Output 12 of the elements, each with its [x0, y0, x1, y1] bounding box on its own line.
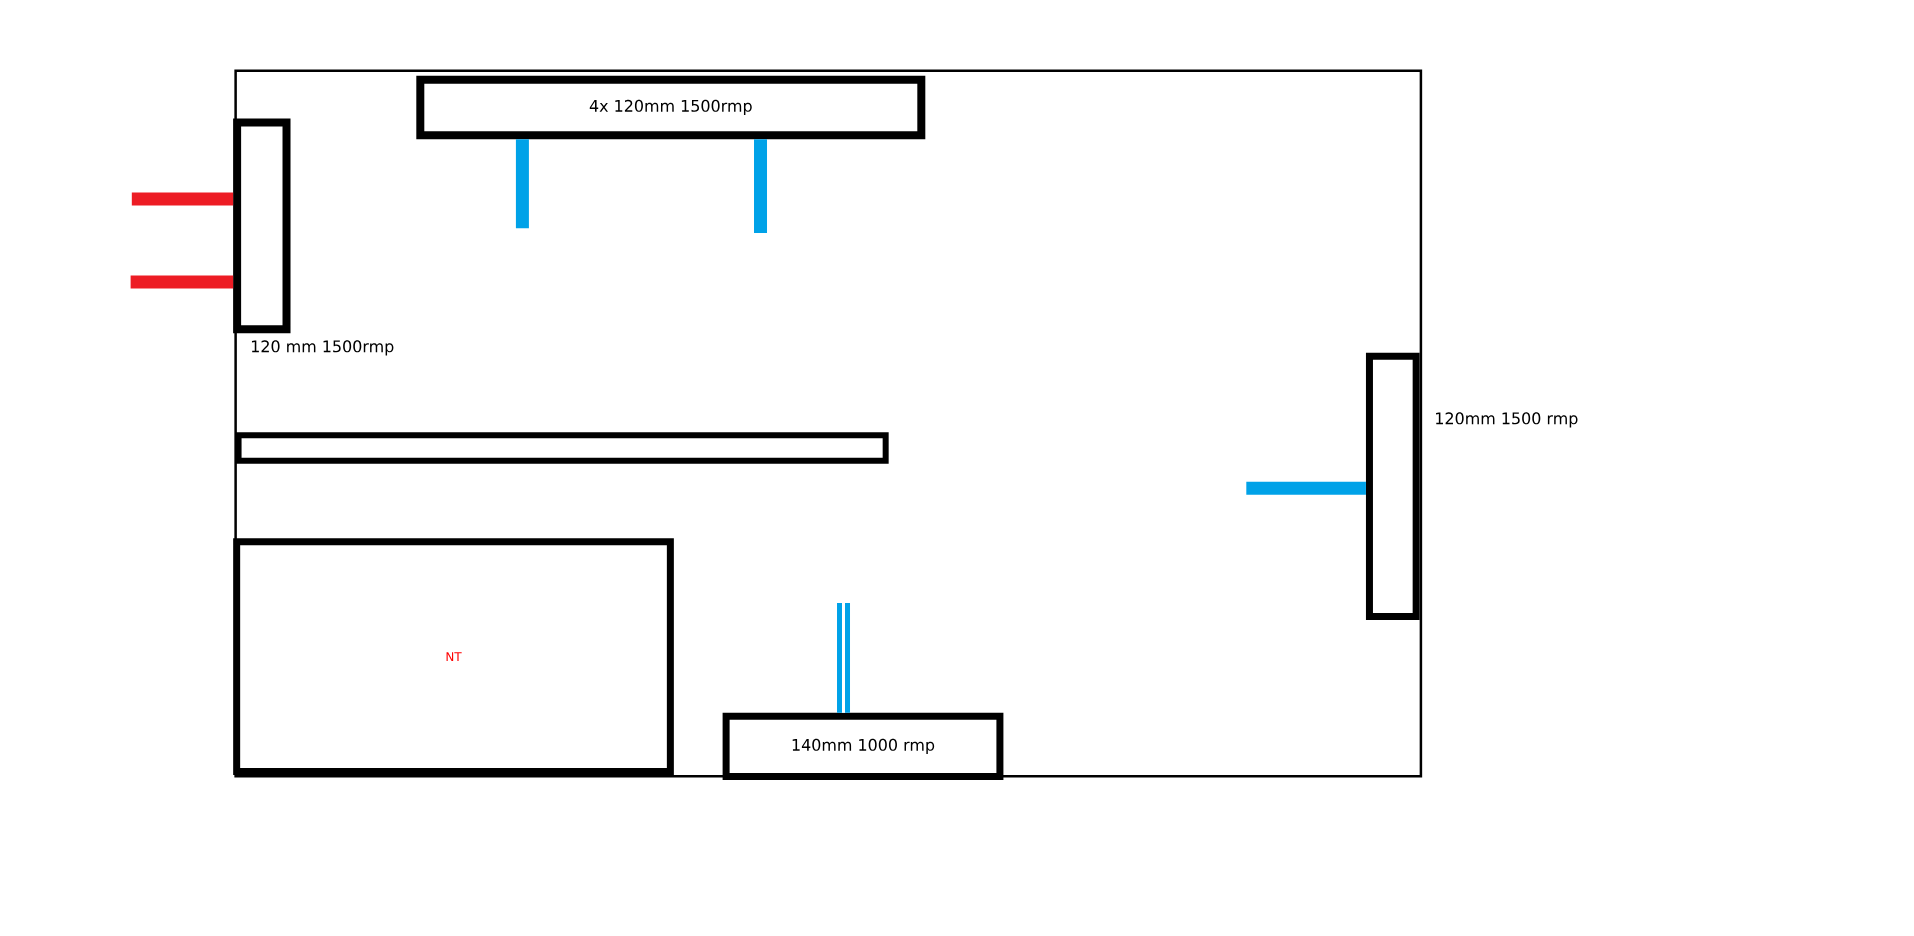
radiator-box: 4x 120mm 1500rmp [416, 75, 926, 140]
fan-label: 120 mm 1500rmp [251, 340, 394, 356]
airflow-bar [515, 139, 529, 229]
airflow-bar [754, 139, 767, 234]
airflow-bar [1246, 481, 1366, 495]
card-box [235, 432, 889, 464]
airflow-bar [131, 192, 234, 206]
airflow-bar [837, 603, 850, 713]
fan-box: 140mm 1000 rmp [722, 712, 1004, 780]
airflow-bar [130, 275, 234, 289]
fan-label: 120mm 1500 rmp [1436, 412, 1578, 428]
power-supply-box: NT [233, 538, 674, 776]
